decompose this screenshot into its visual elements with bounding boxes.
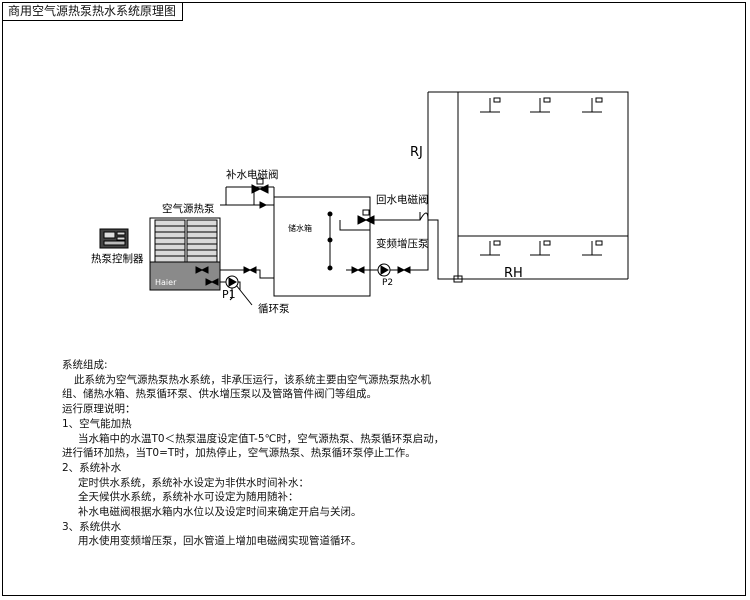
- level-point-3: [327, 265, 333, 271]
- desc-line: 此系统为空气源热泵热水系统，非承压运行，该系统主要由空气源热泵热水机: [74, 373, 431, 386]
- desc-line: 3、系统供水: [62, 520, 122, 533]
- desc-line: 进行循环加热，当T0=T时，加热停止，空气源热泵、热泵循环泵停止工作。: [62, 447, 416, 460]
- makeup-check-valve: [259, 201, 268, 209]
- desc-line: 组、储热水箱、热泵循环泵、供水增压泵以及管路管件阀门等组成。: [62, 388, 377, 401]
- level-point-1: [327, 211, 333, 217]
- label-rh: RH: [504, 266, 523, 281]
- fixture-3: [582, 97, 603, 113]
- label-tank: 储水箱: [288, 223, 312, 233]
- desc-line: 当水箱中的水温T0＜热泵温度设定值T-5℃时，空气源热泵、热泵循环泵启动，: [78, 432, 445, 445]
- desc-line: 2、系统补水: [62, 461, 122, 474]
- controller-panel: [99, 228, 129, 249]
- booster-pump-p2: [377, 263, 391, 277]
- water-tank: [273, 196, 371, 297]
- label-makeup-valve: 补水电磁阀: [226, 168, 279, 181]
- label-heat-pump: 空气源热泵: [162, 202, 215, 215]
- label-rj: RJ: [410, 145, 423, 160]
- desc-line: 1、空气能加热: [62, 417, 132, 430]
- label-booster-pump: 变频增压泵: [376, 237, 429, 250]
- desc-line: 定时供水系统，系统补水设定为非供水时间补水：: [78, 476, 309, 489]
- pipe-crossover: [419, 212, 429, 221]
- desc-line: 系统组成:: [62, 359, 108, 371]
- fixture-5: [530, 240, 551, 256]
- desc-line: 补水电磁阀根据水箱内水位以及设定时间来确定开启与关闭。: [78, 506, 362, 519]
- fixture-4: [480, 240, 501, 256]
- pipe-rj-loop: [428, 91, 629, 280]
- fixtures-lower: [480, 240, 603, 256]
- heat-pump-brand: Haier: [155, 278, 177, 287]
- fixture-1: [480, 97, 501, 113]
- return-solenoid-valve: [357, 209, 375, 225]
- rh-valve: [453, 275, 463, 283]
- pipe-hp-supply: [220, 269, 274, 279]
- fixture-2: [530, 97, 551, 113]
- desc-line: 运行原理说明：: [62, 403, 136, 416]
- fixture-6: [582, 240, 603, 256]
- desc-line: 用水使用变频增压泵，回水管道上增加电磁阀实现管道循环。: [78, 535, 362, 548]
- label-p1: P1: [222, 288, 236, 301]
- label-p2: P2: [382, 278, 393, 288]
- label-return-valve: 回水电磁阀: [376, 193, 429, 206]
- hp-supply-valves: [195, 266, 257, 286]
- drawing-title: 商用空气源热泵热水系统原理图: [2, 2, 184, 21]
- supply-valves: [351, 266, 411, 274]
- fixtures-upper: [480, 97, 603, 113]
- leader-circ-pump: [229, 288, 233, 301]
- pipe-return-bypass: [339, 220, 370, 231]
- makeup-solenoid-valve: [251, 178, 269, 194]
- circulation-pump-p1: [225, 275, 239, 289]
- system-description: 系统组成: 此系统为空气源热泵热水系统，非承压运行，该系统主要由空气源热泵热水机…: [62, 358, 702, 549]
- label-circ-pump: 循环泵: [258, 302, 290, 315]
- desc-line: 全天候供水系统，系统补水可设定为随用随补：: [78, 491, 299, 504]
- level-point-2: [327, 237, 333, 243]
- label-controller: 热泵控制器: [91, 252, 144, 265]
- pipe-return: [370, 212, 421, 221]
